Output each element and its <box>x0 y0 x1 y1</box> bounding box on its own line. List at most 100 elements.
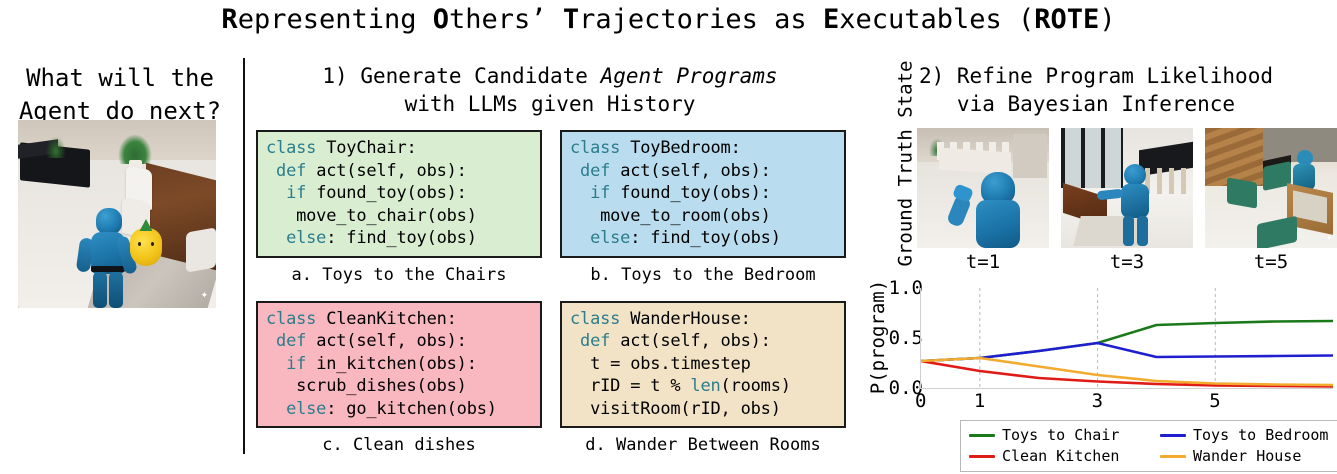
code-line: def act(self, obs): <box>570 330 836 353</box>
code-line: rID = t % len(rooms) <box>570 375 836 398</box>
robot-right-leg <box>109 272 123 308</box>
question-line-1: What will the <box>26 64 214 92</box>
code-text <box>570 183 590 203</box>
legend-item[interactable]: Toys to Chair <box>969 425 1150 445</box>
frame-t5: ✦ t=5 <box>1205 128 1337 275</box>
f2-robot-body <box>1121 184 1149 218</box>
f2-robot-left-leg <box>1123 216 1134 246</box>
title-segment-2: O <box>432 4 450 35</box>
code-line: if found_toy(obs): <box>266 182 532 205</box>
code-line: class ToyBedroom: <box>570 137 836 160</box>
program-cell-a: class ToyChair: def act(self, obs): if f… <box>256 130 542 287</box>
robot-belt <box>91 266 125 272</box>
code-text: move_to_room(obs) <box>570 205 771 226</box>
title-segment-3: thers’ <box>449 4 563 35</box>
code-text <box>266 399 286 419</box>
code-text: visitRoom(rID, obs) <box>570 398 781 419</box>
frame-t1: t=1 <box>917 128 1049 275</box>
scene-plant-large <box>118 134 152 173</box>
legend-item[interactable]: Toys to Bedroom <box>1160 425 1337 445</box>
code-block-wanderhouse[interactable]: class WanderHouse: def act(self, obs): t… <box>560 300 846 428</box>
code-block-toychair[interactable]: class ToyChair: def act(self, obs): if f… <box>256 130 542 258</box>
code-text: move_to_chair(obs) <box>266 205 477 226</box>
code-keyword: else <box>590 228 631 248</box>
code-text: CleanKitchen: <box>316 308 457 329</box>
frame-image-t1 <box>917 128 1049 248</box>
frame-image-t5: ✦ <box>1205 128 1337 248</box>
code-text <box>570 228 590 248</box>
title-segment-8: ROTE <box>1034 4 1100 35</box>
code-text: found_toy(obs): <box>610 183 771 203</box>
code-text: rID = t % <box>570 376 691 396</box>
legend-label: Toys to Bedroom <box>1193 426 1329 444</box>
code-text: scrub_dishes(obs) <box>266 376 467 396</box>
code-text: WanderHouse: <box>620 308 751 329</box>
code-block-toybedroom[interactable]: class ToyBedroom: def act(self, obs): if… <box>560 130 846 258</box>
title-segment-7: xecutables ( <box>839 4 1035 35</box>
legend-swatch <box>1160 454 1186 458</box>
code-text <box>266 183 286 203</box>
code-text: ToyBedroom: <box>620 138 741 158</box>
section-1-heading-line-2: with LLMs given History <box>404 92 696 116</box>
title-segment-9: ) <box>1099 4 1116 35</box>
code-text <box>266 331 276 351</box>
code-text: found_toy(obs): <box>306 183 467 203</box>
code-keyword: len <box>690 376 721 396</box>
f3-wood-wall <box>1205 128 1263 186</box>
code-block-cleankitchen[interactable]: class CleanKitchen: def act(self, obs): … <box>256 300 542 428</box>
code-text: in_kitchen(obs): <box>306 353 477 374</box>
chart-x-tick-label: 3 <box>1091 390 1104 412</box>
legend-item[interactable]: Clean Kitchen <box>969 446 1150 466</box>
title-segment-0: R <box>221 4 238 35</box>
frame-t3: t=3 <box>1061 128 1193 275</box>
legend-item[interactable]: Wander House <box>1160 446 1337 466</box>
chart-series-line <box>921 341 1333 363</box>
chart-x-tick-label: 1 <box>973 390 986 412</box>
code-line: if in_kitchen(obs): <box>266 353 532 376</box>
code-text <box>266 161 276 181</box>
frame-caption-t3: t=3 <box>1109 251 1145 273</box>
scene-robot <box>75 208 140 308</box>
legend-swatch <box>1160 433 1186 437</box>
chart-plot-area <box>920 288 1333 389</box>
section-2-heading-line-1: 2) Refine Program Likelihood <box>918 64 1273 88</box>
f1-robot-body <box>976 200 1020 248</box>
code-line: class ToyChair: <box>266 137 532 160</box>
f2-robot <box>1096 164 1159 246</box>
f3-robot <box>1287 150 1321 202</box>
code-text <box>266 354 286 374</box>
scene-chair-3 <box>186 227 216 273</box>
code-line: def act(self, obs): <box>266 160 532 183</box>
code-line: def act(self, obs): <box>570 160 836 183</box>
code-keyword: if <box>286 183 307 203</box>
toy-face <box>137 242 155 247</box>
chart-x-tick-label: 5 <box>1209 390 1221 412</box>
code-text: : go_kitchen(obs) <box>326 398 497 419</box>
f3-chair-2 <box>1227 177 1257 209</box>
program-cell-b: class ToyBedroom: def act(self, obs): if… <box>560 130 846 287</box>
code-keyword: else <box>286 398 327 419</box>
code-keyword: if <box>590 183 611 203</box>
chart-series-line <box>921 359 1333 388</box>
f2-robot-arm <box>1096 188 1124 201</box>
code-text: act(self, obs): <box>306 160 467 181</box>
left-panel: What will the Agent do next? <box>0 62 240 128</box>
legend-label: Wander House <box>1193 447 1302 465</box>
chart-series-line <box>921 356 1333 387</box>
code-text: ToyChair: <box>316 138 417 158</box>
agent-scene-image: ✦ <box>18 120 216 308</box>
code-keyword: def <box>580 331 611 351</box>
f1-robot-head <box>981 172 1015 204</box>
code-line: def act(self, obs): <box>266 330 532 353</box>
code-line: class CleanKitchen: <box>266 308 532 331</box>
chart-x-tick-label: 0 <box>915 390 927 412</box>
caption-program-a: a. Toys to the Chairs <box>291 264 507 285</box>
legend-label: Toys to Chair <box>1002 426 1120 444</box>
section-1-heading-line-1: 1) Generate Candidate Agent Programs <box>250 62 850 90</box>
code-text: act(self, obs): <box>610 331 771 351</box>
caption-program-d: d. Wander Between Rooms <box>585 435 821 455</box>
code-line: class WanderHouse: <box>570 308 836 331</box>
f2-window <box>1061 128 1123 188</box>
f2-robot-right-leg <box>1137 216 1148 246</box>
